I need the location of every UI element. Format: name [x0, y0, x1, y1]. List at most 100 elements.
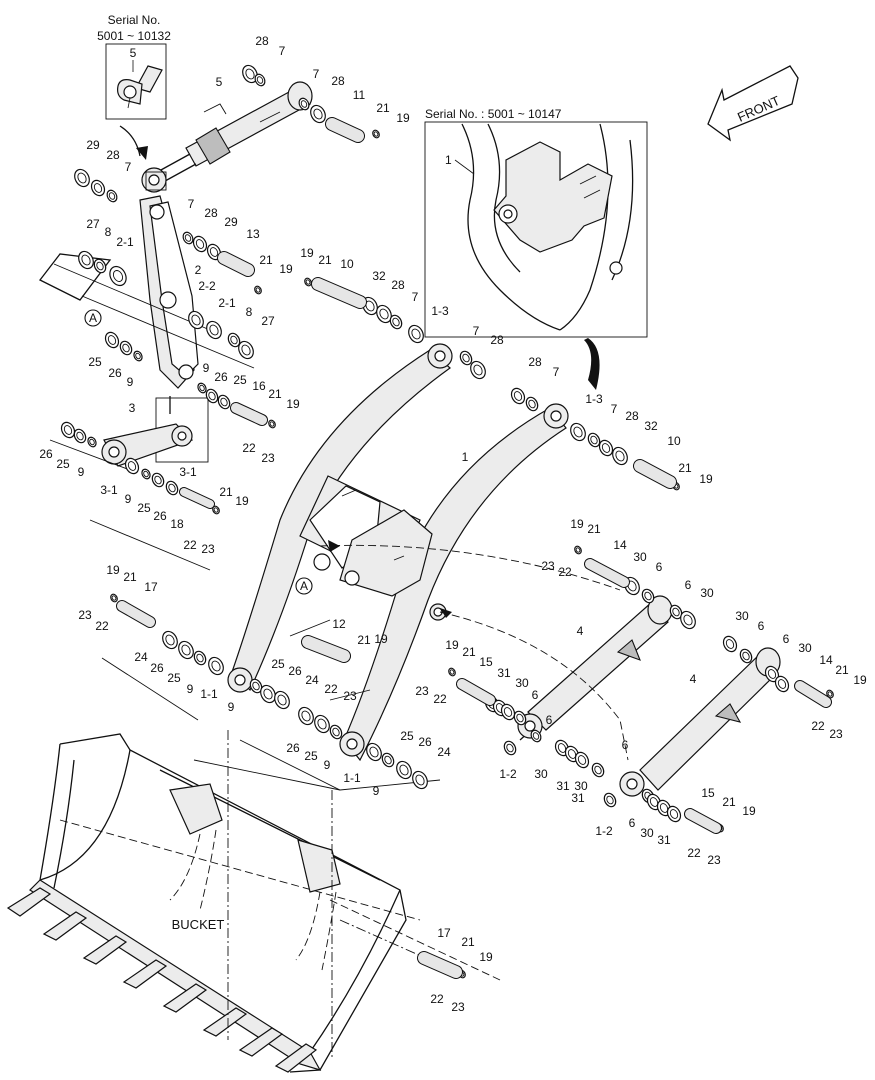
- callout-c24: 8: [246, 305, 253, 319]
- callout-c2: 7: [279, 44, 286, 58]
- callout-c52: 21: [318, 253, 332, 267]
- rod-end-detail: [135, 65, 163, 93]
- washer-44: [587, 432, 601, 448]
- callout-c107: 19: [445, 638, 459, 652]
- callout-c39: 25: [56, 457, 70, 471]
- callout-c22: 2-2: [198, 279, 216, 293]
- callout-c103: 25: [400, 729, 414, 743]
- inset-frame: [424, 121, 648, 338]
- callout-c45: 3-1: [179, 465, 197, 479]
- washer-88: [666, 805, 682, 823]
- washer-24: [217, 394, 231, 410]
- callout-c70: 19: [570, 517, 584, 531]
- washer-15: [188, 310, 204, 330]
- callout-c15: 13: [246, 227, 260, 241]
- callout-c66: 10: [667, 434, 681, 448]
- callout-c58: 7: [473, 324, 480, 338]
- callout-c44: 26: [153, 509, 167, 523]
- pin-12: [417, 951, 463, 979]
- callout-c9: 29: [86, 138, 100, 152]
- washer-61: [298, 706, 314, 726]
- callout-c115: 1-2: [499, 767, 517, 781]
- callout-c32: 16: [252, 379, 266, 393]
- callout-c129: 6: [622, 738, 629, 752]
- callout-c98: 26: [286, 741, 300, 755]
- washer-62: [314, 714, 330, 734]
- washer-2: [298, 97, 310, 111]
- washer-10: [206, 243, 222, 261]
- washer-54: [162, 630, 178, 650]
- callout-c59: 28: [490, 333, 504, 347]
- callout-c8: 5: [216, 75, 223, 89]
- washer-17: [227, 332, 241, 348]
- detail-marker-a-left: A: [84, 309, 102, 327]
- callout-c74: 22: [558, 565, 572, 579]
- washer-18: [238, 340, 254, 360]
- callout-c140: 23: [707, 853, 721, 867]
- callout-c100: 9: [324, 758, 331, 772]
- callout-c122: 6: [783, 632, 790, 646]
- callout-c61: 7: [553, 365, 560, 379]
- washer-38: [408, 324, 424, 344]
- callout-c37: 3: [129, 401, 136, 415]
- callout-c108: 21: [462, 645, 476, 659]
- callout-c141: 17: [437, 926, 451, 940]
- pin-10: [794, 680, 832, 708]
- callout-c28: 9: [127, 375, 134, 389]
- callout-c105: 24: [437, 745, 451, 759]
- washer-40: [470, 360, 486, 380]
- callout-c14: 29: [224, 215, 238, 229]
- callout-c54: 32: [372, 269, 386, 283]
- callout-c12: 7: [188, 197, 195, 211]
- serial-title: Serial No.: [108, 13, 161, 27]
- washer-36: [376, 304, 392, 324]
- serial-box-cylinder-5: Serial No. 5001 ~ 10132 5: [97, 13, 171, 160]
- serial-range: 5001 ~ 10132: [97, 29, 171, 43]
- callout-c49: 22: [183, 538, 197, 552]
- callout-c48: 19: [235, 494, 249, 508]
- callout-c120: 30: [735, 609, 749, 623]
- callout-c76: 6: [656, 560, 663, 574]
- washer-65: [381, 752, 395, 768]
- callout-c35: 22: [242, 441, 256, 455]
- callout-c145: 23: [451, 1000, 465, 1014]
- callout-c97: 9: [228, 700, 235, 714]
- callout-c20: 2-1: [116, 235, 134, 249]
- washer-28: [87, 436, 97, 448]
- callout-c99: 25: [304, 749, 318, 763]
- callout-c83: 22: [95, 619, 109, 633]
- washer-1: [254, 73, 266, 87]
- link-3: [101, 397, 209, 467]
- callout-c64: 28: [625, 409, 639, 423]
- callout-c143: 19: [479, 950, 493, 964]
- callout-c60: 28: [528, 355, 542, 369]
- washer-79: [722, 635, 738, 653]
- washer-13: [93, 258, 107, 274]
- callout-c3: 7: [313, 67, 320, 81]
- reference-lines: [39, 253, 629, 1060]
- callout-c43: 25: [137, 501, 151, 515]
- callout-c62: 1-3: [585, 392, 603, 406]
- callout-c63: 7: [611, 402, 618, 416]
- lift-cylinder-4-right: [619, 647, 781, 797]
- inset-bracket: [493, 141, 613, 253]
- callout-c119: 4: [690, 672, 697, 686]
- inset-serial-text: Serial No. : 5001 ~ 10147: [425, 107, 562, 121]
- washer-7: [106, 189, 118, 203]
- callout-c19: 8: [105, 225, 112, 239]
- callout-c77: 6: [685, 578, 692, 592]
- callout-c112: 31: [497, 666, 511, 680]
- callout-c87: 22: [324, 682, 338, 696]
- callout-c68: 19: [699, 472, 713, 486]
- washer-34: [304, 277, 312, 287]
- callout-c118: 31: [556, 779, 570, 793]
- callout-c18: 27: [86, 217, 100, 231]
- washer-26: [60, 421, 76, 439]
- callout-c78: 30: [700, 586, 714, 600]
- callout-c134: 30: [640, 826, 654, 840]
- callout-c4: 28: [331, 74, 345, 88]
- callout-c5: 11: [353, 88, 366, 102]
- callout-c92: 9: [187, 682, 194, 696]
